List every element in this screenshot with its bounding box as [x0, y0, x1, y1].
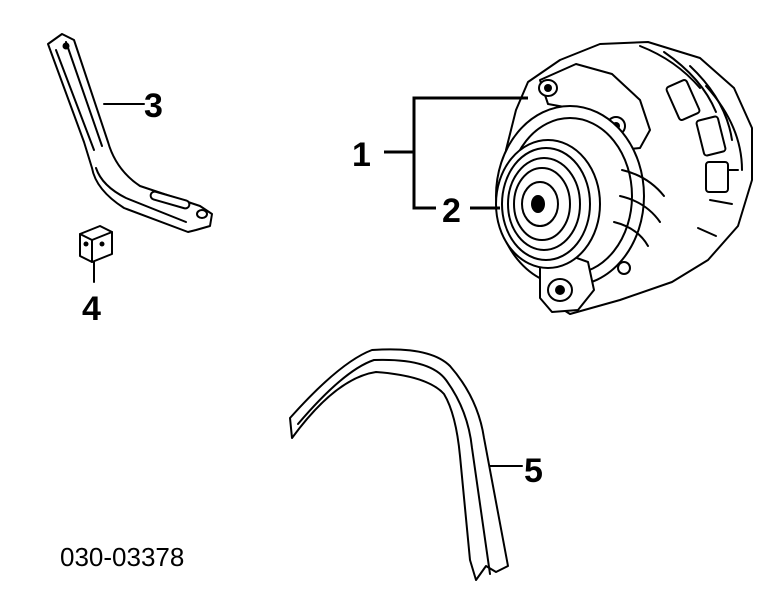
bracket-drawing [47, 33, 213, 233]
callout-3: 3 [144, 87, 163, 125]
nut-drawing [79, 225, 113, 263]
part-number-label: 030-03378 [60, 542, 184, 572]
callout-5: 5 [524, 452, 543, 490]
pulley-drawing [495, 139, 601, 269]
callout-2: 2 [442, 192, 461, 230]
callout-1: 1 [352, 136, 371, 174]
alternator-drawing [495, 41, 753, 315]
callout-4: 4 [82, 290, 101, 328]
belt-drawing [289, 348, 509, 581]
